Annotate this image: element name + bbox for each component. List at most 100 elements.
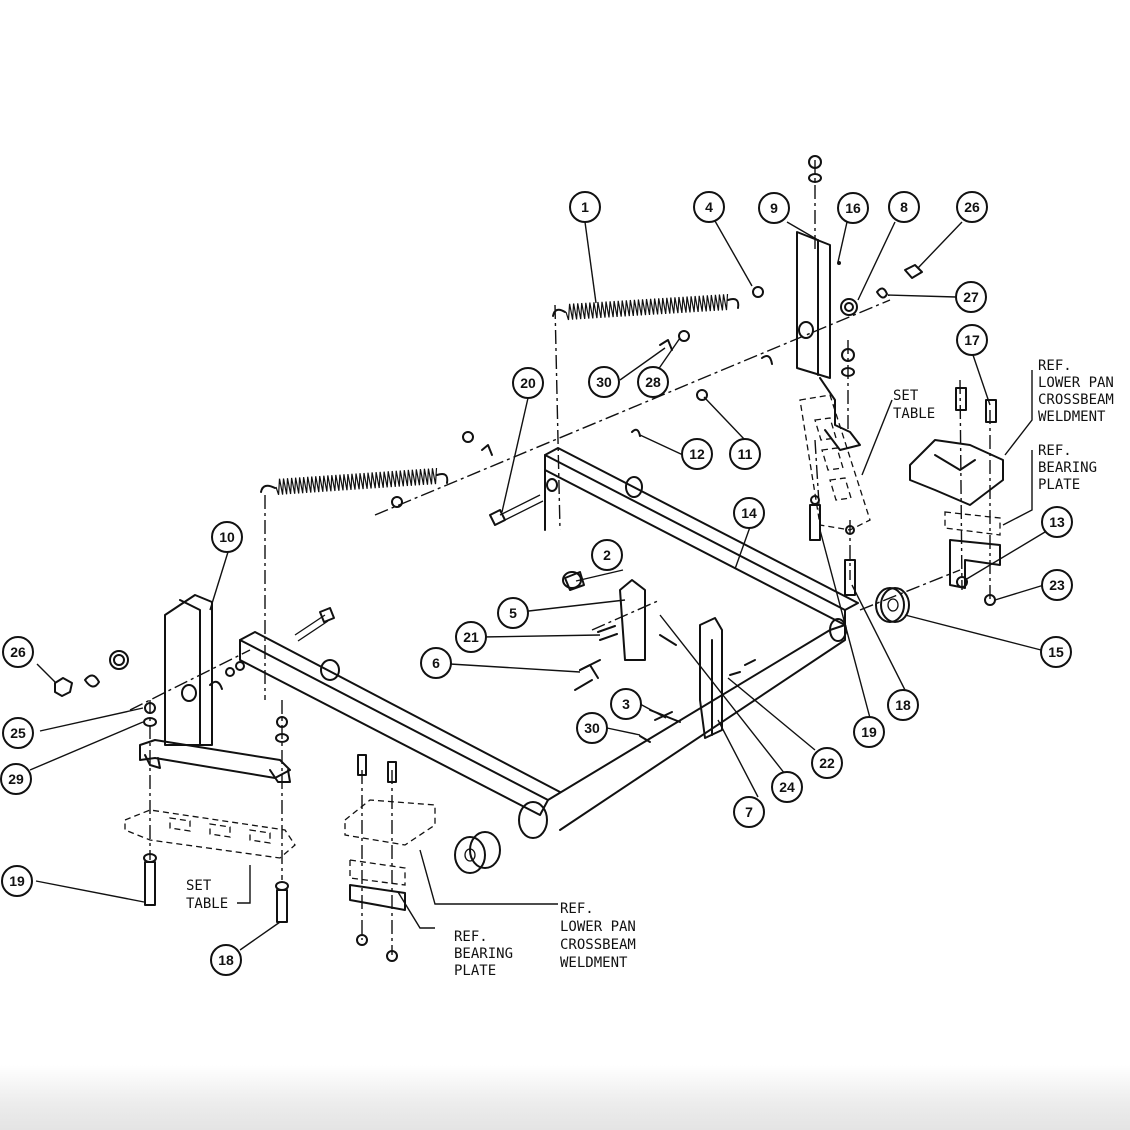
svg-text:21: 21 [463,629,479,645]
svg-text:25: 25 [10,725,26,741]
right-upright-bracket [796,231,861,451]
note-line: REF. [1038,443,1072,459]
callout-16: 16 [837,192,869,224]
spring-lower [260,467,449,495]
note-line: WELDMENT [1038,409,1106,425]
center-bracket-assembly [562,571,723,739]
note-line: LOWER PAN [1038,375,1114,391]
svg-text:19: 19 [9,873,25,889]
svg-text:30: 30 [584,720,600,736]
note-line: TABLE [893,406,935,422]
callout-13: 13 [1041,506,1073,538]
note-line: BEARING [1038,460,1097,476]
note-line: TABLE [186,896,228,912]
note-ref-bearing-plate-right: REF. BEARING PLATE [1038,443,1097,493]
callout-23: 23 [1041,569,1073,601]
svg-text:10: 10 [219,529,235,545]
note-line: PLATE [1038,477,1080,493]
callout-29: 29 [0,763,32,795]
note-line: CROSSBEAM [1038,392,1114,408]
callout-1: 1 [569,191,601,223]
callout-19: 19 [1,865,33,897]
note-line: PLATE [454,963,496,979]
roller-right [875,587,910,623]
note-line: CROSSBEAM [560,937,636,953]
svg-text:7: 7 [745,804,753,820]
svg-text:4: 4 [705,199,713,215]
callout-8: 8 [888,191,920,223]
callout-14: 14 [733,497,765,529]
bolt-left-beam [294,607,335,642]
spring-upper [552,293,740,321]
svg-text:18: 18 [218,952,234,968]
note-line: SET [893,388,919,404]
roller-left [454,831,501,874]
svg-text:16: 16 [845,200,861,216]
svg-text:30: 30 [596,374,612,390]
svg-text:3: 3 [622,696,630,712]
centerlines [129,160,991,955]
callout-7: 7 [733,796,765,828]
callout-27: 27 [955,281,987,313]
svg-text:11: 11 [738,446,753,462]
svg-text:18: 18 [895,697,911,713]
note-set-table-left: SET TABLE [186,878,228,912]
crossbeam-tube-front [239,618,847,839]
callout-26: 26 [2,636,34,668]
svg-text:24: 24 [779,779,795,795]
callout-6: 6 [420,647,452,679]
svg-text:20: 20 [520,375,536,391]
svg-text:14: 14 [741,505,757,521]
lower-pan-crossbeam-left [344,799,436,911]
callout-24: 24 [771,771,803,803]
svg-text:9: 9 [770,200,778,216]
note-ref-bearing-plate-left: REF. BEARING PLATE [454,929,513,979]
callout-28: 28 [637,366,669,398]
callout-2: 2 [591,539,623,571]
svg-text:6: 6 [432,655,440,671]
callout-18: 18 [887,689,919,721]
callout-30: 30 [576,712,608,744]
callout-4: 4 [693,191,725,223]
note-set-table-right: SET TABLE [893,388,935,422]
callout-22: 22 [811,747,843,779]
note-ref-lower-pan-right: REF. LOWER PAN CROSSBEAM WELDMENT [1038,358,1114,425]
callout-19: 19 [853,716,885,748]
crossbeam-tube-rear [544,447,859,626]
svg-text:8: 8 [900,199,908,215]
callout-5: 5 [497,597,529,629]
callout-12: 12 [681,438,713,470]
callout-26: 26 [956,191,988,223]
set-table-left [124,809,296,859]
svg-text:2: 2 [603,547,611,563]
leader-lines [29,220,1046,951]
svg-text:22: 22 [819,755,835,771]
note-line: REF. [560,901,594,917]
left-upright-bracket [139,594,291,783]
callout-25: 25 [2,717,34,749]
svg-text:12: 12 [689,446,705,462]
svg-text:23: 23 [1049,577,1065,593]
svg-text:5: 5 [509,605,517,621]
callouts: 1 2 3 4 5 6 7 8 9 10 11 12 13 14 15 16 1… [0,191,1073,976]
callout-30: 30 [588,366,620,398]
callout-20: 20 [512,367,544,399]
svg-text:19: 19 [861,724,877,740]
callout-11: 11 [729,438,761,470]
note-line: REF. [1038,358,1072,374]
note-ref-lower-pan-left: REF. LOWER PAN CROSSBEAM WELDMENT [560,901,636,971]
note-line: REF. [454,929,488,945]
callout-18: 18 [210,944,242,976]
svg-text:27: 27 [963,289,979,305]
svg-text:26: 26 [10,644,26,660]
svg-text:29: 29 [8,771,24,787]
hardware-items [54,155,997,962]
callout-9: 9 [758,192,790,224]
svg-text:15: 15 [1048,644,1064,660]
bottom-shadow [0,1065,1130,1130]
svg-text:26: 26 [964,199,980,215]
note-line: BEARING [454,946,513,962]
svg-text:1: 1 [581,199,589,215]
note-line: LOWER PAN [560,919,636,935]
